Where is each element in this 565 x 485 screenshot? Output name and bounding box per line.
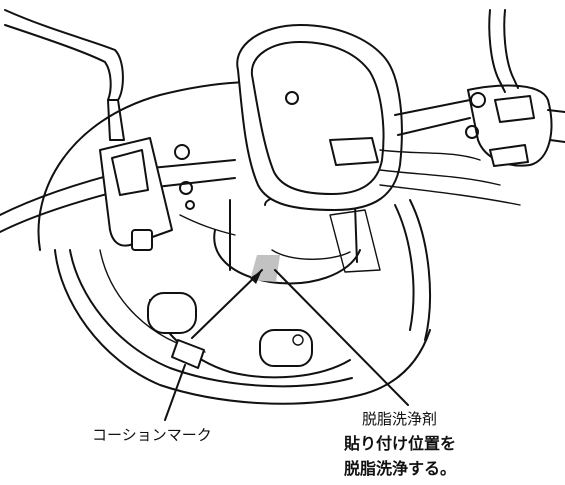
degreaser-leader [274,269,409,406]
headlight-outline [147,292,351,379]
left-handlebar [0,137,236,251]
caution-mark-label: コーションマーク [92,426,212,444]
speedometer-housing [236,24,403,211]
caution-mark-sticker [171,339,205,369]
left-mirror [4,9,125,141]
caution-leader-lower [164,364,186,421]
caution-leader-upper [191,269,263,339]
right-mirror [488,9,519,93]
arrow-head-icon [250,270,262,284]
right-handlebar [394,84,565,167]
instruction-line-1: 貼り付け位置を [344,434,457,453]
instruction-line-2: 脱脂洗浄する。 [344,459,457,478]
lamp-right [259,329,313,367]
degreaser-label: 脱脂洗浄剤 [362,410,438,428]
cables [179,149,521,236]
lower-lamp [147,292,197,334]
leader-lines [164,269,409,421]
